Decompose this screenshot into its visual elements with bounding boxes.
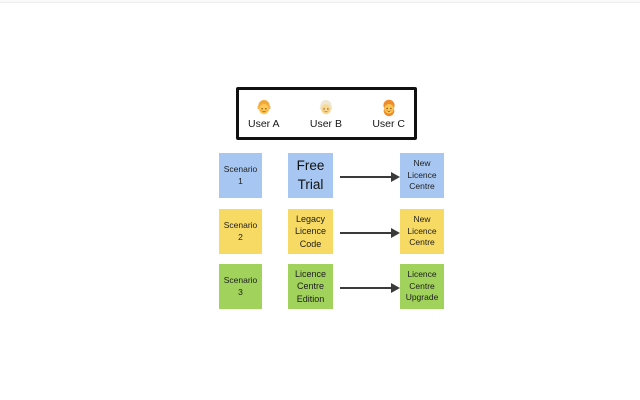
sticky-scenario-2[interactable]: Scenario 2 <box>219 209 262 254</box>
sticky-new-licence-centre-row-2-label: New Licence Centre <box>407 213 437 248</box>
user-c[interactable]: User C <box>372 99 405 130</box>
arrow-row-3[interactable] <box>340 283 400 293</box>
sticky-licence-centre-edition[interactable]: Licence Centre Edition <box>288 264 333 309</box>
sticky-licence-centre-edition-label: Licence Centre Edition <box>294 268 327 304</box>
older-person-white-hair-emoji-icon <box>319 99 333 114</box>
users-panel[interactable]: User A User B <box>236 87 417 140</box>
sticky-new-licence-centre-row-1[interactable]: New Licence Centre <box>400 153 444 198</box>
sticky-scenario-3-label: Scenario 3 <box>223 274 258 297</box>
user-c-label: User C <box>372 117 405 130</box>
sticky-scenario-3[interactable]: Scenario 3 <box>219 264 262 309</box>
arrow-row-2[interactable] <box>340 228 400 238</box>
person-blond-hair-emoji-icon <box>257 99 271 114</box>
sticky-scenario-2-label: Scenario 2 <box>223 219 258 242</box>
user-b-label: User B <box>309 117 342 130</box>
sticky-free-trial[interactable]: Free Trial <box>288 153 333 198</box>
person-red-hair-beard-emoji-icon <box>383 99 395 116</box>
sticky-licence-centre-upgrade-label: Licence Centre Upgrade <box>405 268 439 303</box>
sticky-scenario-1-label: Scenario 1 <box>223 163 258 186</box>
user-b[interactable]: User B <box>310 99 342 130</box>
sticky-new-licence-centre-row-1-label: New Licence Centre <box>407 157 437 192</box>
sticky-new-licence-centre-row-2[interactable]: New Licence Centre <box>400 209 444 254</box>
sticky-scenario-1[interactable]: Scenario 1 <box>219 153 262 198</box>
sticky-licence-centre-upgrade[interactable]: Licence Centre Upgrade <box>400 264 444 309</box>
user-a-label: User A <box>248 117 280 130</box>
sticky-legacy-licence-code-label: Legacy Licence Code <box>294 213 327 249</box>
sticky-free-trial-label: Free Trial <box>296 158 325 192</box>
arrow-row-1[interactable] <box>340 172 400 182</box>
user-a[interactable]: User A <box>248 99 280 130</box>
top-edge-line <box>0 0 640 3</box>
sticky-legacy-licence-code[interactable]: Legacy Licence Code <box>288 209 333 254</box>
